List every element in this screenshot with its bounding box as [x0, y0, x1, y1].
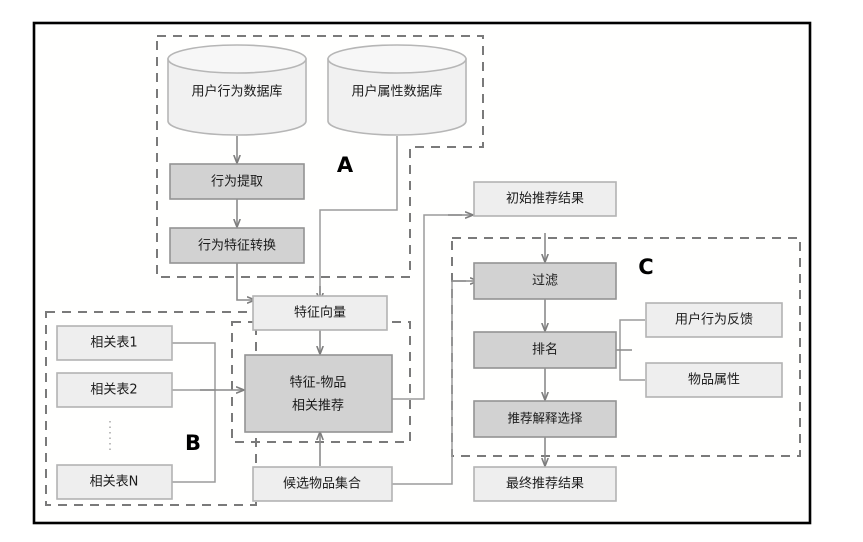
node-behavior-extract: 行为提取: [169, 163, 305, 200]
node-user-attribute-db: 用户属性数据库: [327, 44, 467, 136]
node-user-behavior-db: 用户行为数据库: [167, 44, 307, 136]
node-feature-vector: 特征向量: [252, 295, 388, 331]
node-relation-table-1: 相关表1: [56, 325, 173, 361]
node-behavior-feature-transform: 行为特征转换: [169, 227, 305, 264]
node-initial-recommend-result: 初始推荐结果: [473, 181, 617, 217]
node-relation-table-n: 相关表N: [56, 464, 173, 500]
node-final-recommend-result: 最终推荐结果: [473, 466, 617, 502]
node-user-behavior-feedback: 用户行为反馈: [645, 302, 783, 338]
edge-transform-to-featurevector: [236, 262, 255, 300]
node-recommend-explanation-select: 推荐解释选择: [473, 400, 617, 438]
edge-attrdb-route: [319, 136, 398, 300]
group-a-boundary: [156, 35, 484, 278]
edge-recommend-to-initial: [392, 214, 462, 400]
node-ranking: 排名: [473, 331, 617, 369]
node-feature-item-recommend: 特征-物品 相关推荐: [244, 354, 393, 433]
node-filter: 过滤: [473, 262, 617, 300]
edge-reln-bus: [172, 390, 216, 483]
node-candidate-item-set: 候选物品集合: [252, 466, 393, 502]
group-c-label: C: [638, 255, 653, 279]
node-relation-table-2: 相关表2: [56, 372, 173, 408]
edge-rel1-bus: [172, 342, 216, 390]
group-b-label: B: [185, 431, 201, 455]
node-item-attribute: 物品属性: [645, 362, 783, 398]
group-c-boundary: [451, 237, 801, 457]
group-a-label: A: [337, 153, 354, 177]
